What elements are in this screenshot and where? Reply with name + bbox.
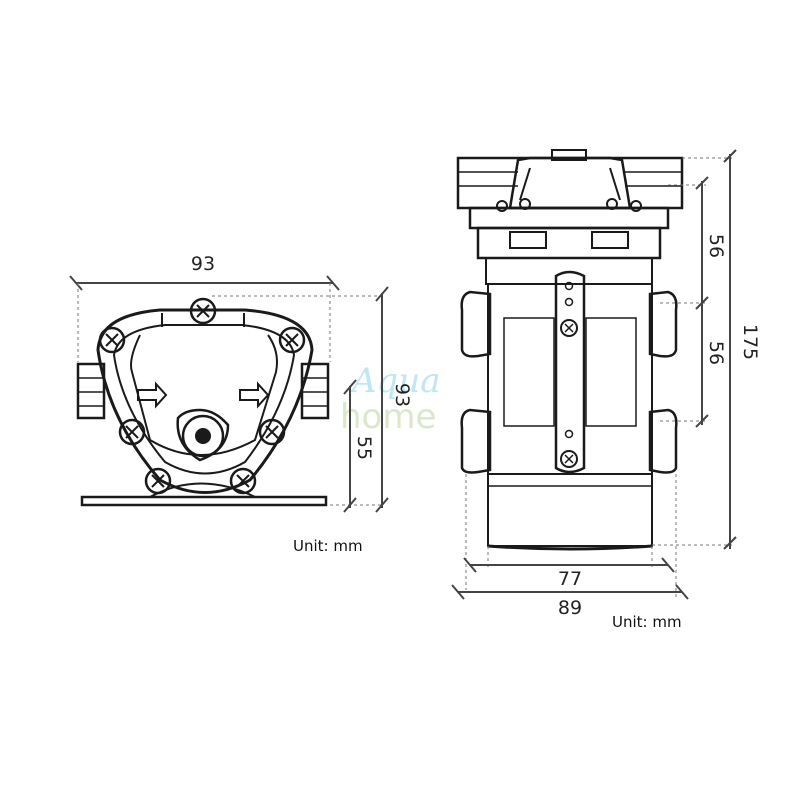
front-unit-label: Unit: mm [293, 537, 363, 555]
front-left-flange [76, 362, 106, 420]
side-unit-label: Unit: mm [612, 613, 682, 631]
side-center-strap [554, 270, 586, 474]
side-left-lobe-lower [460, 408, 492, 474]
flow-arrow-icon [239, 381, 270, 409]
front-center-height-label: 55 [353, 436, 375, 460]
side-upper-segment-label: 56 [705, 234, 727, 258]
side-right-lobe-upper [648, 290, 678, 358]
flow-arrow-icon [137, 381, 168, 409]
watermark: Aqua home [340, 361, 441, 437]
side-inner-width-label: 77 [558, 568, 582, 590]
front-dimensions: 93 93 55 Unit: mm [69, 253, 413, 555]
side-motor-body [487, 283, 653, 475]
front-view [76, 297, 330, 507]
pump-head-outline [96, 308, 314, 494]
side-motor-lower [487, 473, 653, 547]
front-width-label: 93 [191, 253, 215, 275]
side-lower-segment-label: 56 [705, 341, 727, 365]
watermark-home: home [340, 397, 436, 437]
watermark-aqua: Aqua [349, 361, 441, 401]
front-shaft [176, 408, 230, 462]
side-outer-width-label: 89 [558, 597, 582, 619]
front-base-plate [80, 495, 328, 507]
front-screws [98, 297, 306, 495]
side-dimensions: 175 56 56 77 89 Unit: mm [451, 149, 761, 631]
front-height-label: 93 [391, 383, 413, 407]
side-total-height-label: 175 [739, 324, 761, 360]
side-view [456, 149, 684, 551]
side-left-lobe-upper [460, 290, 492, 358]
side-right-lobe-lower [648, 408, 678, 474]
side-head-block [456, 156, 684, 210]
